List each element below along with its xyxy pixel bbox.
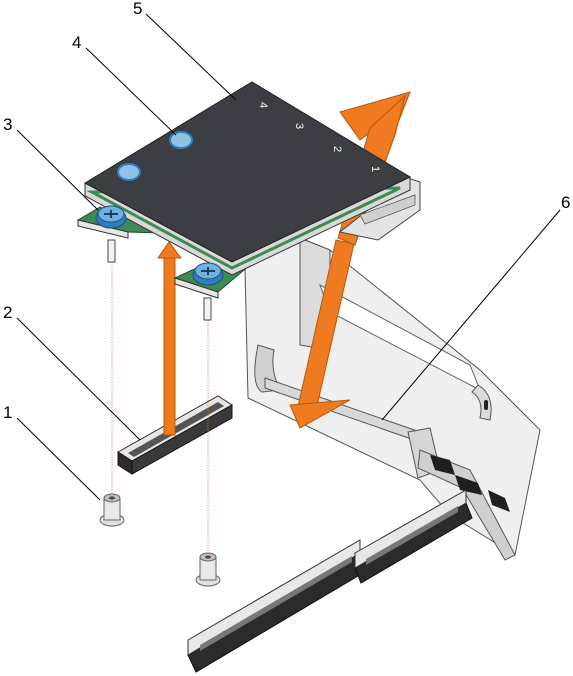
- standoff-icon: [195, 552, 221, 587]
- leader-line-5: [145, 13, 237, 101]
- insertion-guide-arrow: [157, 241, 182, 436]
- leader-line-2: [16, 317, 141, 441]
- callout-4: 4: [72, 33, 81, 52]
- screw-thread: [107, 239, 116, 263]
- standoff-icon: [99, 493, 125, 527]
- port-label-4: 4: [257, 102, 269, 108]
- pcie-slot-long: [187, 539, 369, 673]
- leader-line-3: [16, 129, 99, 211]
- leader-line-6: [381, 209, 561, 421]
- captive-screw-icon: [192, 262, 224, 286]
- callout-2: 2: [3, 303, 12, 322]
- leader-line-1: [16, 417, 101, 501]
- callout-6: 6: [561, 193, 570, 212]
- port-label-1: 1: [369, 166, 381, 172]
- callout-3: 3: [3, 115, 12, 134]
- screw-thread: [203, 297, 212, 321]
- port-label-3: 3: [293, 123, 305, 129]
- callout-1: 1: [3, 403, 12, 422]
- captive-screw-icon: [95, 205, 127, 229]
- screw-hole-icon: [117, 163, 141, 181]
- callout-5: 5: [133, 0, 142, 18]
- pcie-slot-short: [354, 489, 473, 584]
- screw-hole-icon: [169, 131, 193, 149]
- port-label-2: 2: [331, 146, 343, 152]
- leader-line-4: [85, 47, 177, 136]
